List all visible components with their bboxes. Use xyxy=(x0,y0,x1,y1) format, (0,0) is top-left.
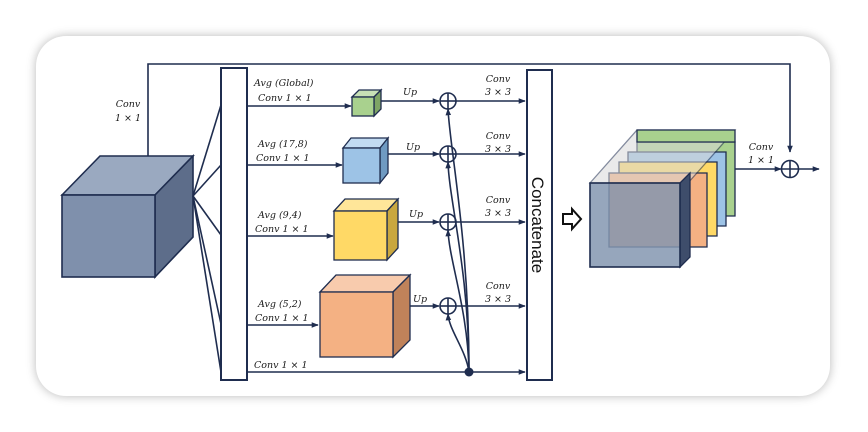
input-feature-cube xyxy=(60,154,195,280)
up-label: Up xyxy=(409,209,423,220)
direct-conv-label: Conv 1 × 1 xyxy=(254,360,308,371)
branch-conv-label: Conv 1 × 1 xyxy=(258,93,312,104)
branch-avg-label: Avg (Global) xyxy=(253,78,314,89)
fan-lines xyxy=(192,104,222,373)
add-node-global xyxy=(439,92,457,110)
pooled-cube-global xyxy=(350,88,383,118)
branch-conv-label: Conv 1 × 1 xyxy=(255,313,309,324)
feedback-curves xyxy=(445,108,470,373)
conv3-size: 3 × 3 xyxy=(485,294,511,305)
up-label: Up xyxy=(413,294,427,305)
pooled-cube-5-2 xyxy=(318,273,412,359)
branch-global: Avg (Global) Conv 1 × 1 Up Conv 3 × 3 xyxy=(247,74,526,118)
branch-avg-label: Avg (9,4) xyxy=(257,210,302,221)
output-conv-size: 1 × 1 xyxy=(748,155,774,166)
residual-add-icon xyxy=(780,159,800,179)
conv3-size: 3 × 3 xyxy=(485,144,511,155)
hollow-arrow-icon xyxy=(562,206,583,232)
add-node-9-4 xyxy=(439,213,457,231)
residual-path xyxy=(147,63,793,156)
direct-branch: Conv 1 × 1 xyxy=(247,360,526,377)
conv3-size: 3 × 3 xyxy=(485,208,511,219)
concatenate-bar xyxy=(526,69,553,381)
conv3-label: Conv xyxy=(486,281,511,292)
branch-avg-label: Avg (5,2) xyxy=(257,299,302,310)
output-conv-label: Conv xyxy=(749,142,774,153)
input-conv-size: 1 × 1 xyxy=(115,113,141,124)
pooling-bar xyxy=(220,67,248,381)
branch-17-8: Avg (17,8) Conv 1 × 1 Up Conv 3 × 3 xyxy=(247,131,526,185)
up-label: Up xyxy=(406,142,420,153)
add-node-5-2 xyxy=(439,297,457,315)
conv3-label: Conv xyxy=(486,74,511,85)
branch-avg-label: Avg (17,8) xyxy=(257,139,308,150)
branch-9-4: Avg (9,4) Conv 1 × 1 Up Conv 3 × 3 xyxy=(247,195,526,262)
conv3-size: 3 × 3 xyxy=(485,87,511,98)
up-label: Up xyxy=(403,87,417,98)
branch-5-2: Avg (5,2) Conv 1 × 1 Up Conv 3 × 3 xyxy=(247,273,526,359)
concatenate-label: Concatenate xyxy=(528,177,547,273)
input-conv-label: Conv xyxy=(116,99,141,110)
branch-conv-label: Conv 1 × 1 xyxy=(255,224,309,235)
pooled-cube-9-4 xyxy=(332,197,400,262)
conv3-label: Conv xyxy=(486,131,511,142)
conv3-label: Conv xyxy=(486,195,511,206)
output-stacked-cube xyxy=(588,129,737,269)
branch-conv-label: Conv 1 × 1 xyxy=(256,153,310,164)
pooled-cube-17-8 xyxy=(341,136,390,185)
